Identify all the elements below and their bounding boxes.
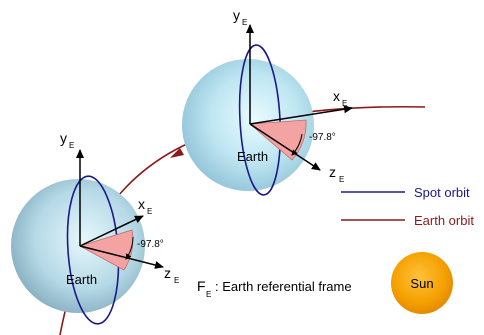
axis-x-left-sub: E xyxy=(147,207,152,216)
earth-right: y E x E z E -97.8° Earth xyxy=(182,7,353,196)
legend-earth-orbit-label: Earth orbit xyxy=(414,213,474,228)
frame-note-symbol: F xyxy=(197,278,206,294)
sun: Sun xyxy=(391,252,453,314)
earth-left-globe xyxy=(11,179,145,313)
earth-orbit-direction-arrow xyxy=(170,148,184,158)
axis-y-right-label: y xyxy=(233,7,240,23)
earth-right-label: Earth xyxy=(237,149,268,164)
sun-disc xyxy=(391,252,453,314)
axis-x-right-sub: E xyxy=(342,99,347,108)
angle-sector-left xyxy=(78,229,134,271)
axis-y-left-label: y xyxy=(60,130,67,146)
frame-note-text: : Earth referential frame xyxy=(215,279,352,294)
axis-y-right-sub: E xyxy=(242,18,247,27)
angle-label-right: -97.8° xyxy=(309,132,336,143)
frame-note-sub: E xyxy=(206,290,211,299)
axis-z-right xyxy=(249,123,321,171)
legend-spot-orbit-label: Spot orbit xyxy=(414,185,470,200)
axis-x-left xyxy=(79,215,144,247)
axis-z-left-label: z xyxy=(164,265,171,281)
earth-left: y E x E z E -97.8° Earth xyxy=(11,130,179,325)
axis-z-left-sub: E xyxy=(174,276,179,285)
axis-z-right-sub: E xyxy=(339,175,344,184)
earth-left-label: Earth xyxy=(66,272,97,287)
axis-x-left-label: x xyxy=(138,196,145,212)
sun-label: Sun xyxy=(410,276,433,291)
axis-z-left xyxy=(79,245,164,269)
earth-right-globe xyxy=(182,59,314,191)
axis-z-right-label: z xyxy=(329,164,336,180)
frame-note: F E : Earth referential frame xyxy=(197,278,352,299)
axis-x-right xyxy=(249,105,353,125)
legend: Spot orbit Earth orbit xyxy=(341,185,474,228)
axis-y-left-sub: E xyxy=(69,141,74,150)
angle-arc-right xyxy=(291,133,303,156)
axis-x-right-label: x xyxy=(333,88,340,104)
angle-label-left: -97.8° xyxy=(137,239,164,250)
